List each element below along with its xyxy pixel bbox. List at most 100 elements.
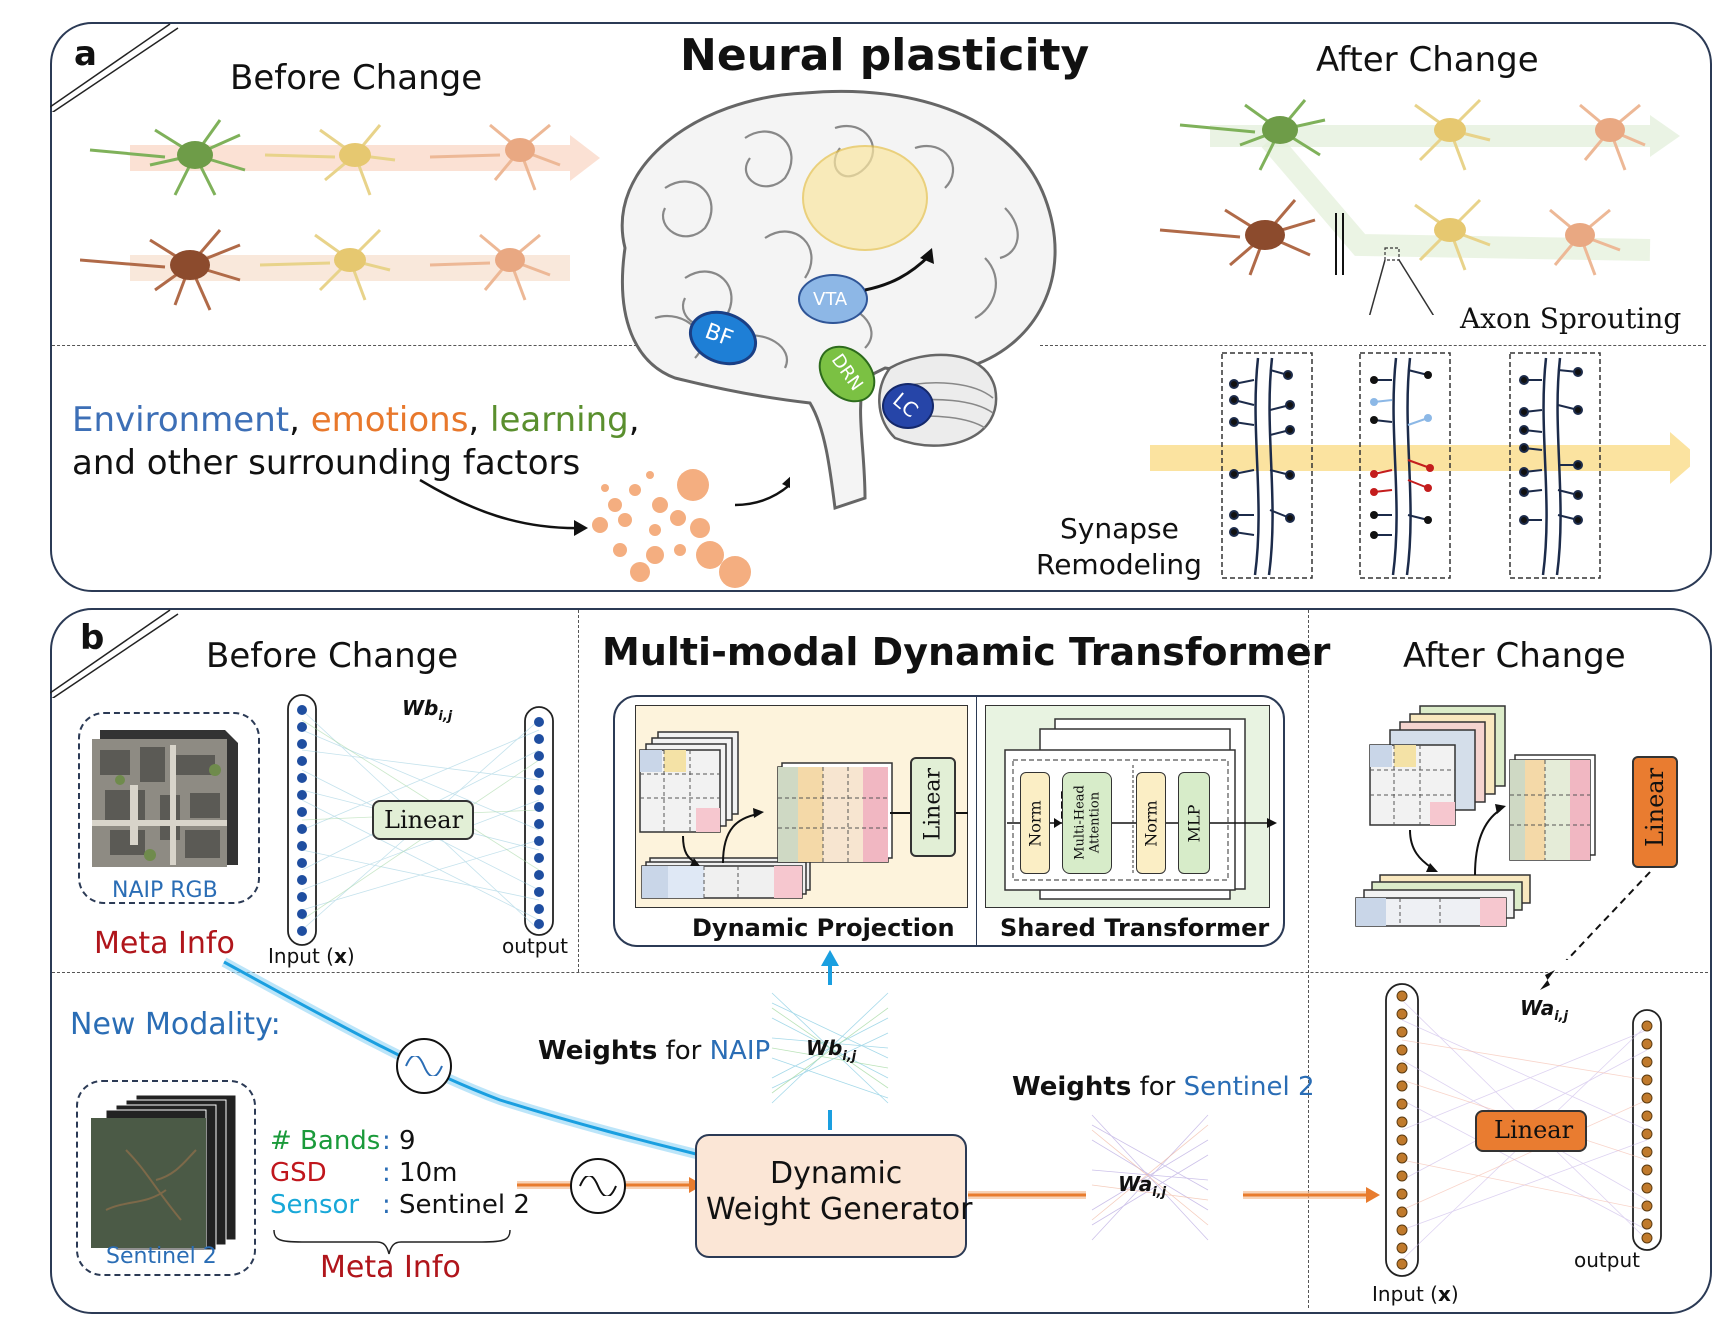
sentinel2-image-label: Sentinel 2 — [106, 1244, 217, 1269]
region-vta — [798, 274, 868, 324]
wb-text: Wb — [806, 1036, 843, 1060]
network-after — [1385, 983, 1662, 1277]
wb-subscript: i,j — [438, 709, 453, 724]
linear-after-box — [1475, 1110, 1587, 1152]
naip-rgb-label: NAIP RGB — [112, 878, 218, 903]
meta-sep: : — [382, 1126, 391, 1156]
factor-comma: , — [289, 400, 300, 440]
synapse-box-3 — [1509, 352, 1601, 579]
transformer-split — [976, 697, 977, 945]
linear-before-label: Linear — [384, 806, 464, 834]
weights-naip-label: Weights for NAIP — [538, 1036, 770, 1066]
sentinel-image — [91, 1094, 237, 1250]
sentinel-image-frame — [76, 1080, 256, 1276]
mha-box — [1062, 772, 1112, 874]
synapse-box-2 — [1359, 352, 1451, 579]
sine-icon-top — [405, 1056, 443, 1076]
meta-sep: : — [382, 1190, 391, 1220]
region-lc — [882, 383, 934, 429]
meta-sep: : — [382, 1158, 391, 1188]
panel-b-after-label: After Change — [1403, 636, 1626, 676]
mha-label-2: Attention — [1087, 791, 1103, 854]
panel-a-divider-right — [1040, 345, 1706, 346]
orange-out-arrows — [968, 1187, 1380, 1203]
norm2-label: Norm — [1141, 800, 1161, 847]
output-label-before: output — [502, 934, 568, 958]
neurons-after — [1159, 98, 1680, 315]
meta-val-bands: 9 — [399, 1126, 416, 1156]
linear-proj-box — [910, 757, 956, 857]
factor-comma: , — [628, 400, 640, 440]
synapse-label-1: Synapse — [1060, 512, 1179, 545]
transformer-block — [613, 695, 1285, 947]
input-x: x — [333, 944, 347, 968]
neuron-peach-1 — [429, 123, 561, 191]
factors-particles — [419, 469, 790, 588]
meta-info-top: Meta Info — [94, 926, 235, 961]
meta-info-bottom: Meta Info — [320, 1250, 461, 1285]
wa-weights-viz — [1091, 1114, 1209, 1241]
mlp-box — [1178, 772, 1210, 874]
input-x: x — [1437, 1282, 1451, 1306]
meta-val-gsd: 10m — [399, 1158, 458, 1188]
wb-weights-viz — [771, 992, 889, 1104]
shared-transformer-label: Shared Transformer — [1000, 914, 1270, 942]
linear-after-rot-label: Linear — [1641, 767, 1669, 847]
naip-image-frame — [78, 712, 260, 904]
wb-label-top: Wbi,j — [402, 696, 452, 724]
norm1-label: Norm — [1025, 800, 1045, 847]
weights-s2-name: Sentinel 2 — [1183, 1072, 1315, 1102]
wb-text: Wb — [402, 696, 439, 720]
linear-before-box — [372, 800, 474, 840]
generator-label-2: Weight Generator — [706, 1192, 973, 1227]
panel-b-before-label: Before Change — [206, 636, 459, 676]
wa-subscript: i,j — [1152, 1185, 1167, 1200]
factor-comma: , — [468, 400, 480, 440]
wa-text: Wa — [1520, 996, 1555, 1020]
meta-row-sensor: Sensor: Sentinel 2 — [270, 1190, 530, 1220]
blue-up-arrows — [821, 950, 839, 1130]
weights-s2-label: Weights for Sentinel 2 — [1012, 1072, 1315, 1102]
meta-key-bands: # Bands — [270, 1126, 381, 1156]
sine-node-top — [396, 1038, 452, 1094]
linear-after-label: Linear — [1494, 1116, 1574, 1144]
factors-line-2: and other surrounding factors — [72, 443, 581, 483]
input-text: Input ( — [268, 944, 334, 968]
meta-key-sensor: Sensor — [270, 1190, 360, 1220]
meta-row-gsd: GSD: 10m — [270, 1158, 457, 1188]
panel-b-divider — [52, 972, 1708, 973]
dynamic-projection-diagram — [639, 731, 968, 899]
panel-a-title: Neural plasticity — [680, 30, 1090, 81]
input-close: ) — [346, 944, 355, 968]
input-label-after: Input (x) — [1372, 1282, 1459, 1306]
region-vta-label: VTA — [813, 289, 848, 310]
synapse-label-2: Remodeling — [1036, 548, 1202, 581]
wb-label-weights: Wbi,j — [806, 1036, 856, 1064]
blue-meta-path — [221, 957, 702, 1160]
norm2-box — [1136, 772, 1166, 874]
panel-a-divider — [52, 345, 652, 346]
weights-for: for — [1131, 1072, 1184, 1102]
wa-subscript: i,j — [1554, 1009, 1569, 1024]
panel-b-letter: b — [80, 618, 105, 658]
neuron-green-after — [1179, 99, 1326, 171]
wa-label-weights: Wai,j — [1118, 1172, 1166, 1200]
factor-environment: Environment — [72, 400, 290, 440]
naip-image — [92, 730, 238, 867]
linear-arrow-head — [1540, 970, 1555, 990]
weights-for: for — [657, 1036, 710, 1066]
linear-after-rot-box — [1632, 756, 1678, 868]
neuron-yellow-1 — [264, 124, 396, 196]
after-change-diagram — [1355, 705, 1651, 960]
panel-a-before-label: Before Change — [230, 58, 483, 98]
panel-b-divider-left — [578, 610, 579, 972]
new-modality-label: New Modality: — [70, 1007, 281, 1042]
axon-sprouting-label: Axon Sprouting — [1460, 302, 1682, 335]
neuron-yellow-2 — [259, 228, 391, 301]
panel-a-corner-mark — [50, 23, 179, 112]
neurons-before — [80, 119, 600, 311]
weights-naip-name: NAIP — [709, 1036, 771, 1066]
meta-val-sensor: Sentinel 2 — [399, 1190, 530, 1220]
weights-word: Weights — [1012, 1072, 1132, 1102]
panel-a-letter: a — [74, 34, 97, 74]
